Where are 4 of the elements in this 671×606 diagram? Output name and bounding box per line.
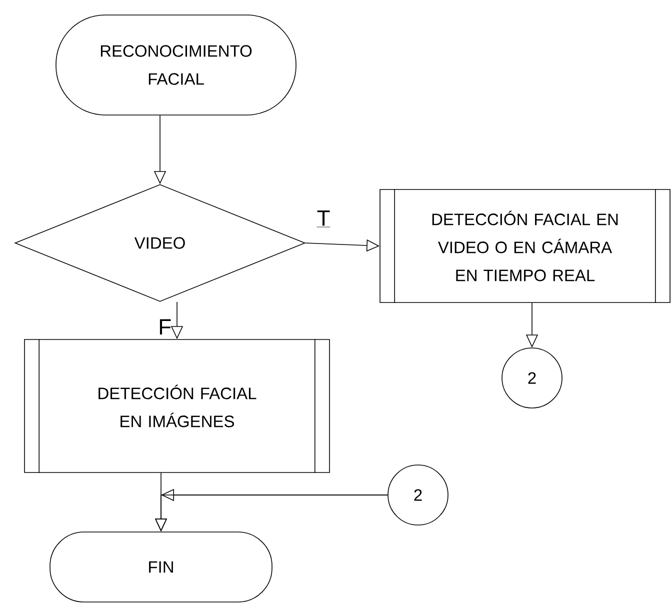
edge-label: F	[160, 319, 171, 334]
edge-label: T	[316, 210, 330, 228]
process-box: DETECCIÓN FACIAL EN IMÁGENES	[24, 338, 330, 474]
process-box: DETECCIÓN FACIAL EN VIDEO O EN CÁMARA EN TIEMPO REAL	[380, 188, 670, 304]
